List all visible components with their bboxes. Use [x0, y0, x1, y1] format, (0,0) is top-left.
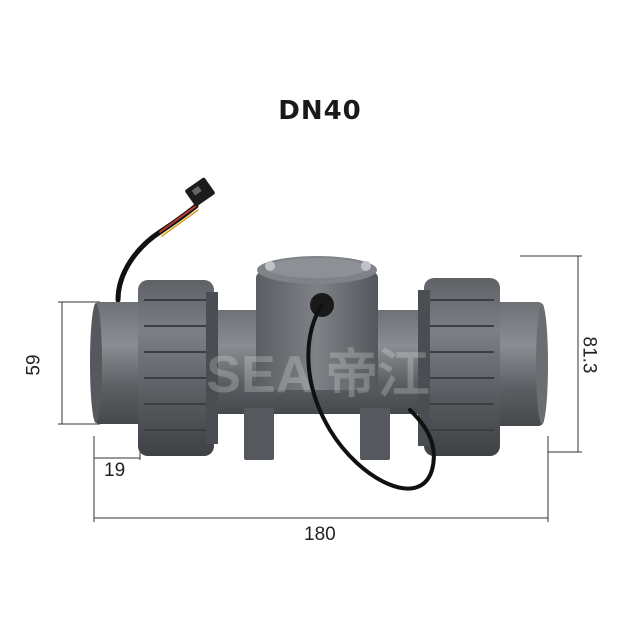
height-left-label-wrap: 59	[24, 354, 60, 416]
output-cable	[306, 303, 436, 491]
socket-depth-label: 19	[104, 460, 126, 481]
product-title: DN40	[278, 96, 362, 126]
sensor-housing	[256, 256, 378, 390]
left-socket	[94, 302, 146, 424]
connector-plug	[185, 177, 215, 207]
overall-length-label: 180	[304, 524, 336, 545]
left-union-nut	[138, 280, 218, 456]
mounting-feet	[244, 408, 390, 460]
height-left-label: 59	[23, 354, 45, 376]
height-right-label: 81.3	[578, 336, 600, 374]
right-socket	[494, 302, 544, 426]
dimension-lines	[58, 255, 582, 522]
watermark: SEA 帝江	[206, 346, 429, 404]
height-right-label-wrap: 81.3	[578, 328, 618, 398]
sensor-cable	[115, 203, 199, 303]
right-union-nut	[418, 278, 500, 456]
